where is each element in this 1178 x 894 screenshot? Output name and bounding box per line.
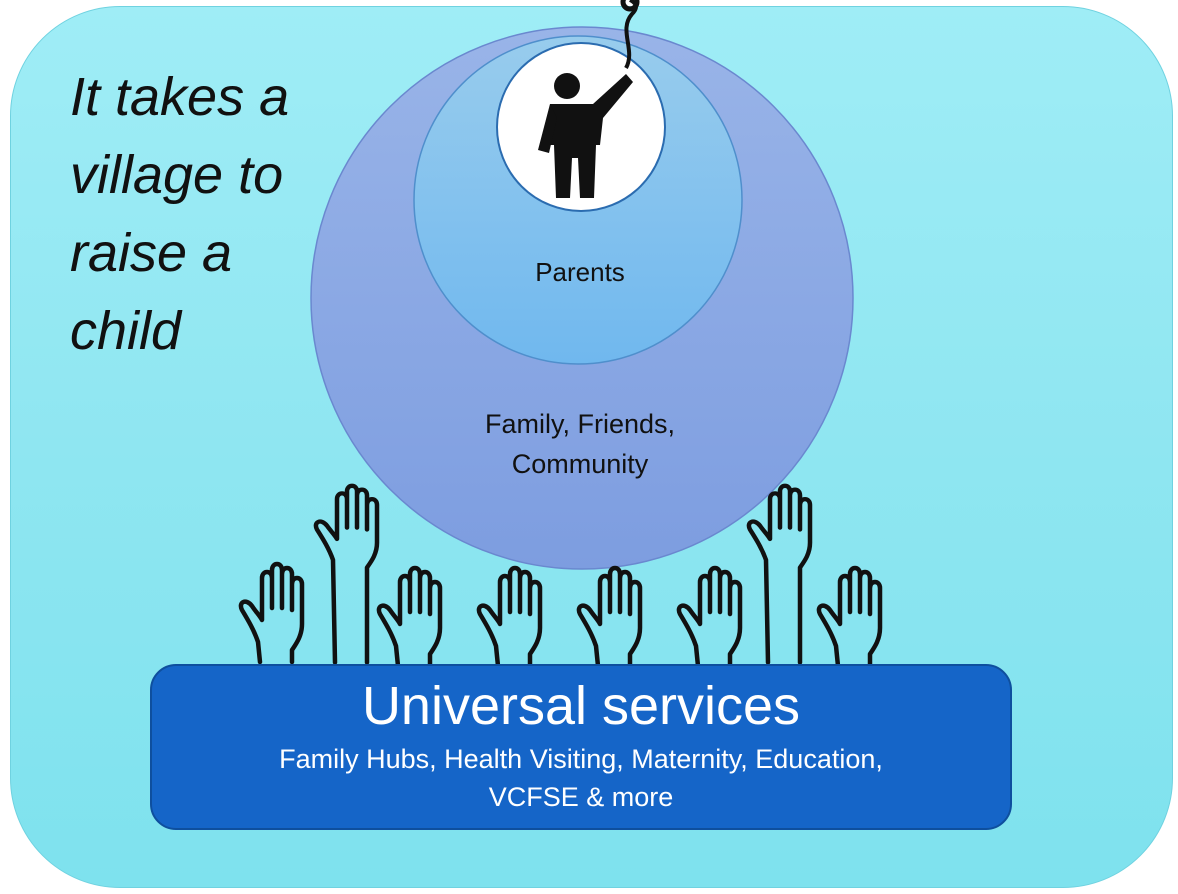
- tagline: It takes a village to raise a child: [70, 67, 290, 361]
- parents-label: Parents: [535, 257, 625, 287]
- raised-hand-icon: [316, 486, 377, 663]
- raised-hand-icon: [241, 564, 302, 662]
- community-label: Family, Friends, Community: [484, 409, 676, 479]
- raised-hand-icon: [579, 568, 640, 666]
- balloon-knot-icon: [620, 0, 640, 12]
- services-title: Universal services: [361, 676, 801, 736]
- raised-hand-icon: [819, 568, 880, 666]
- balloon-string-icon: [624, 0, 638, 69]
- raised-hand-icon: [749, 486, 810, 663]
- universal-services-box: Universal services Family Hubs, Health V…: [150, 664, 1012, 830]
- raised-hand-icon: [479, 568, 540, 666]
- child-balloon-icon: [538, 73, 633, 198]
- raised-hand-icon: [379, 568, 440, 666]
- raised-hand-icon: [679, 568, 740, 666]
- services-subtitle: Family Hubs, Health Visiting, Maternity,…: [279, 744, 883, 812]
